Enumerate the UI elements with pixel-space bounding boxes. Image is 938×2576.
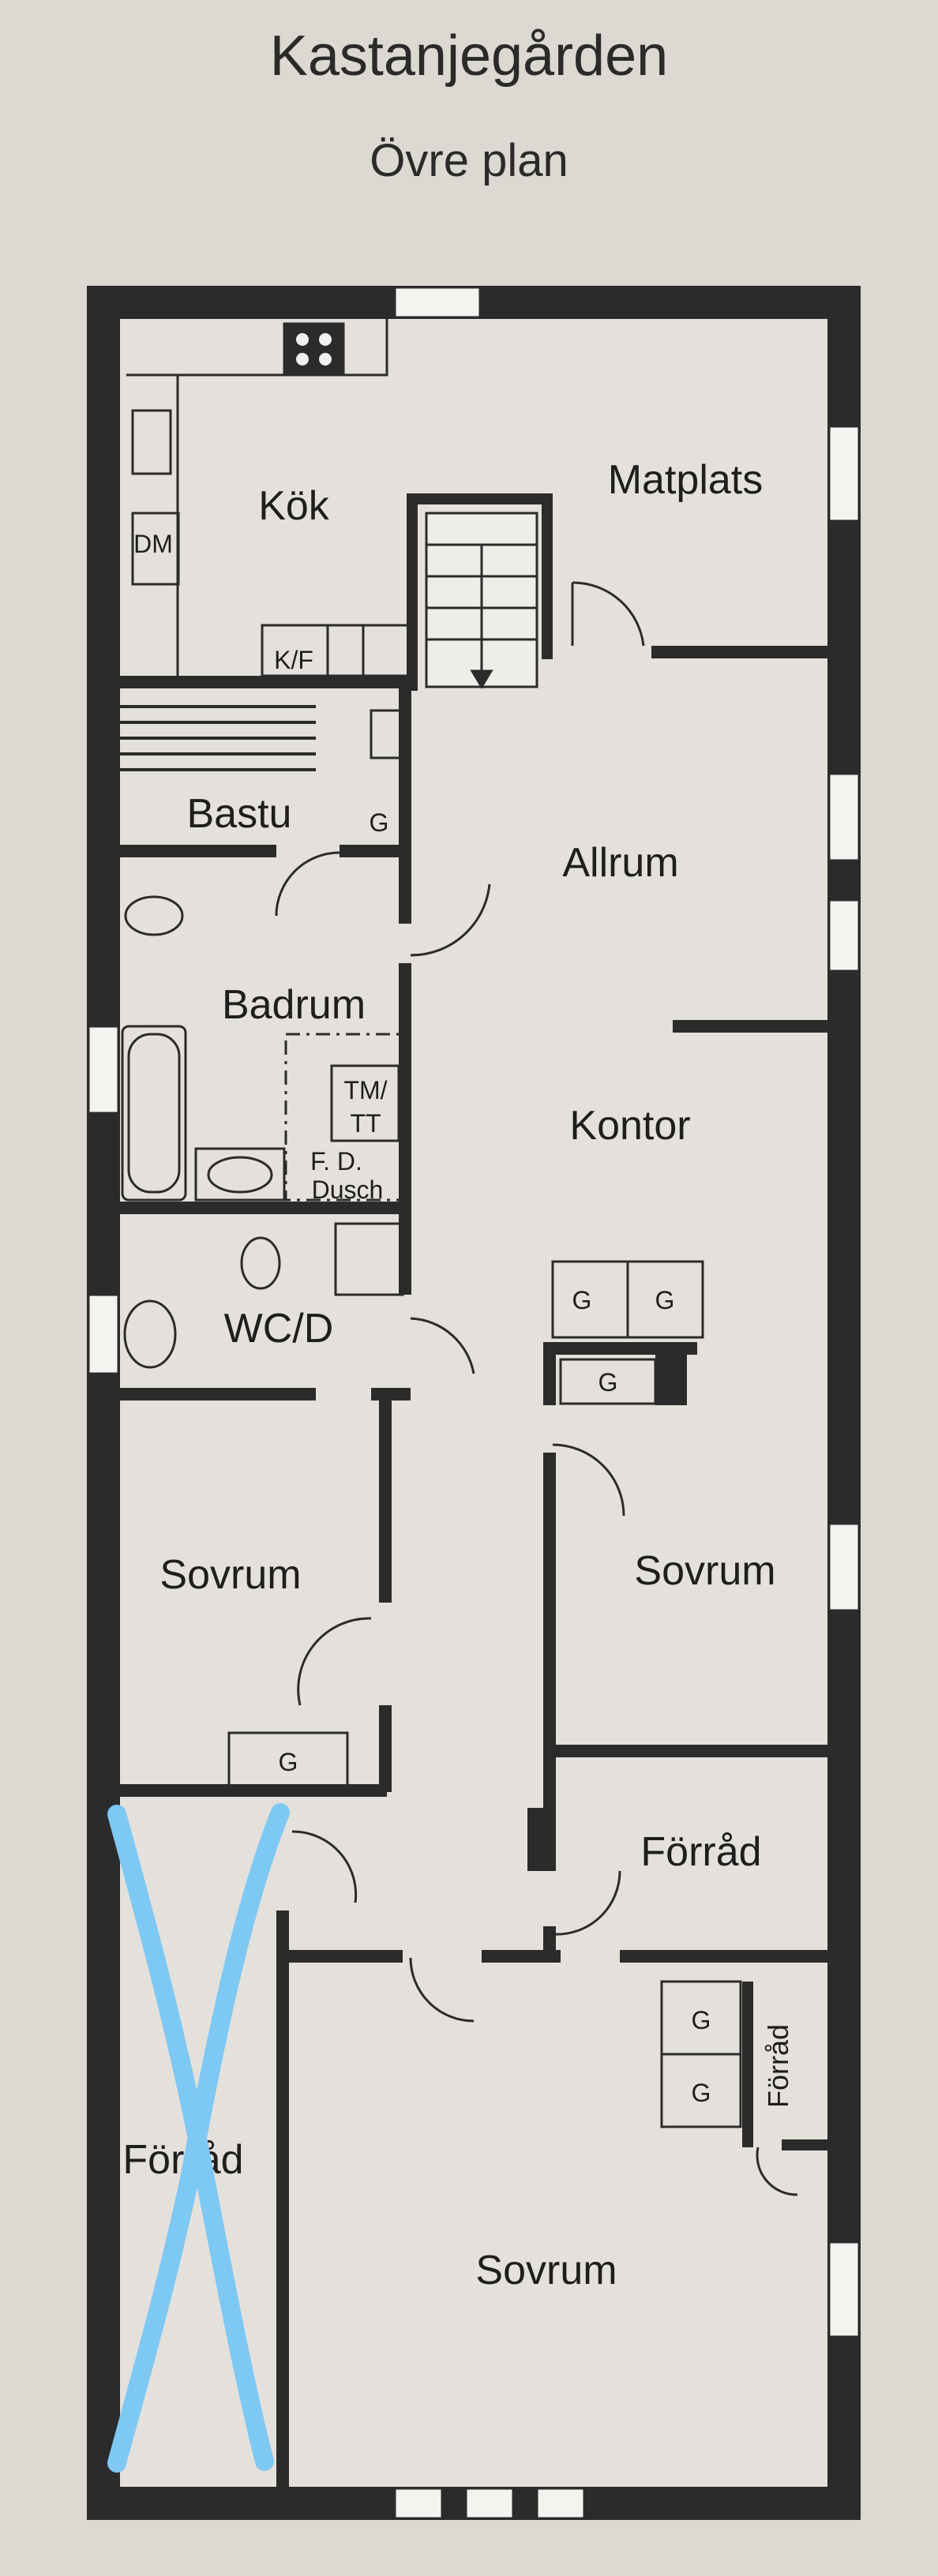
plan-subtitle: Övre plan bbox=[370, 135, 568, 186]
room-label-kok: Kök bbox=[258, 483, 330, 529]
fixture-label-g-sovrum-left: G bbox=[279, 1748, 298, 1776]
room-label-allrum: Allrum bbox=[562, 840, 678, 886]
bathroom-fixtures bbox=[121, 895, 742, 2128]
sauna-benches bbox=[118, 705, 404, 771]
fixture-label-g-sauna: G bbox=[370, 808, 389, 837]
fixture-label-g-sovrum-right: G bbox=[598, 1368, 618, 1397]
fixture-label-g-bottom-1: G bbox=[692, 2006, 711, 2034]
doors bbox=[275, 581, 798, 2196]
room-label-forrad-small: Förråd bbox=[762, 2024, 794, 2108]
room-label-badrum: Badrum bbox=[222, 982, 366, 1028]
room-label-sovrum-bottom: Sovrum bbox=[475, 2248, 617, 2293]
plan-title: Kastanjegården bbox=[269, 24, 669, 88]
fixture-label-kf: K/F bbox=[274, 646, 313, 674]
fixture-label-g-kontor-2: G bbox=[655, 1286, 675, 1314]
staircase bbox=[425, 512, 538, 689]
fixture-label-fd-1: F. D. bbox=[310, 1147, 362, 1176]
fixture-label-tm-1: TM/ bbox=[343, 1076, 387, 1104]
room-label-wc: WC/D bbox=[224, 1306, 334, 1352]
room-label-sovrum-right: Sovrum bbox=[634, 1548, 775, 1594]
cross-out-annotation bbox=[107, 1803, 290, 2473]
room-label-kontor: Kontor bbox=[569, 1103, 690, 1149]
fixture-label-fd-2: Dusch bbox=[312, 1176, 384, 1204]
room-label-forrad-mid: Förråd bbox=[640, 1829, 761, 1875]
room-label-sovrum-left: Sovrum bbox=[159, 1552, 301, 1598]
fixture-label-tm-2: TT bbox=[350, 1109, 381, 1138]
fixture-label-dm: DM bbox=[133, 530, 173, 558]
fixture-label-g-bottom-2: G bbox=[692, 2079, 711, 2107]
windows bbox=[87, 286, 861, 2520]
interior-walls bbox=[118, 493, 839, 2495]
kitchen-counter bbox=[126, 319, 410, 677]
room-label-bastu: Bastu bbox=[187, 791, 292, 837]
room-label-matplats: Matplats bbox=[608, 457, 764, 503]
stove-burners bbox=[296, 333, 332, 366]
fixture-label-g-kontor-1: G bbox=[572, 1286, 592, 1314]
